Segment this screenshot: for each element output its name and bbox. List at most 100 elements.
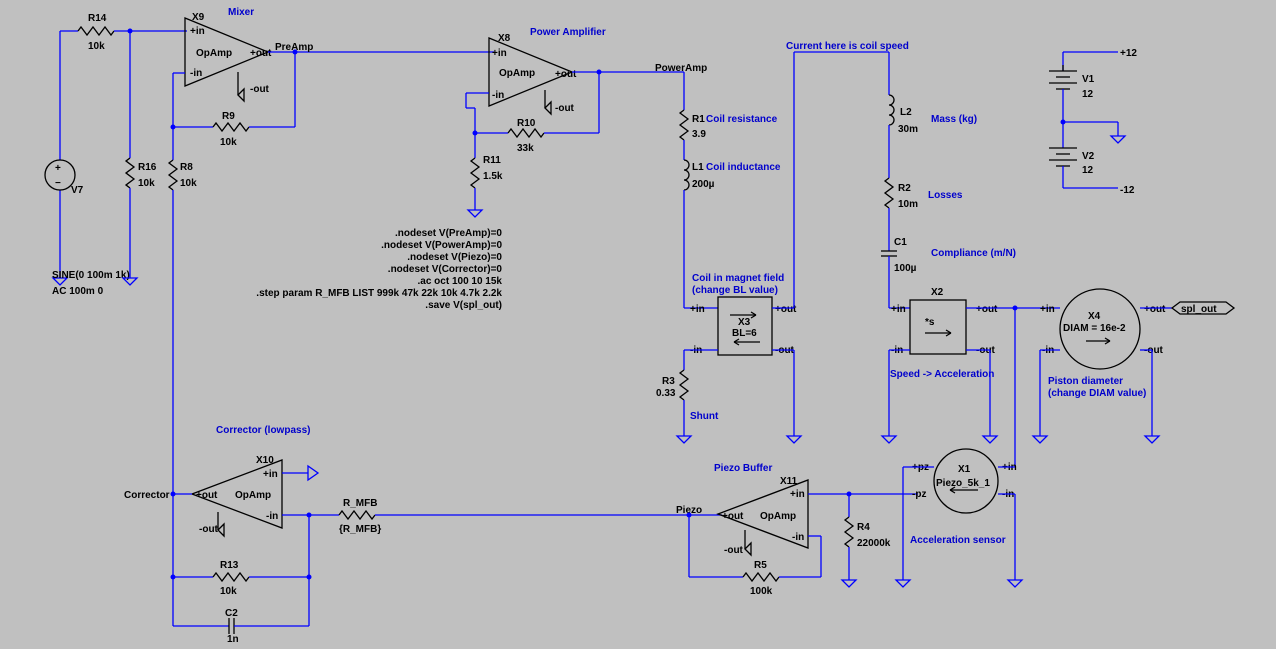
minus-sign: − — [55, 178, 61, 189]
v2-ref: V2 — [1082, 151, 1095, 162]
x4-pin-out-minus: -out — [1144, 345, 1164, 356]
r2-value: 10m — [898, 199, 918, 210]
mechanical-section: L2 30m Mass (kg) R2 10m Losses C1 100µ C… — [881, 52, 1236, 467]
resistor-r13[interactable] — [212, 571, 250, 583]
piston-label-1: Piston diameter — [1048, 376, 1123, 387]
shunt-label: Shunt — [690, 411, 719, 422]
x4-pin-out-plus: +out — [1144, 304, 1166, 315]
inductor-l1[interactable] — [683, 159, 690, 191]
net-corrector: Corrector — [124, 490, 170, 501]
r8-ref: R8 — [180, 162, 193, 173]
differentiator-x2[interactable] — [909, 299, 967, 355]
resistor-r4[interactable] — [843, 516, 855, 548]
r1-value: 3.9 — [692, 129, 706, 140]
mass-label: Mass (kg) — [931, 114, 977, 125]
resistor-r2[interactable] — [883, 177, 895, 209]
net-label-flag[interactable] — [1170, 301, 1236, 315]
x8-ref: X8 — [498, 33, 511, 44]
x9-pin-out-minus: -out — [250, 84, 270, 95]
v7-value-sine: SINE(0 100m 1k) — [52, 270, 130, 281]
battery-v2[interactable] — [1049, 147, 1077, 167]
piston-x4[interactable] — [1059, 288, 1141, 370]
r16-value: 10k — [138, 178, 155, 189]
l2-value: 30m — [898, 124, 918, 135]
resistor-r3[interactable] — [678, 369, 690, 401]
coil-speed-label: Current here is coil speed — [786, 41, 909, 52]
voltage-source-v7[interactable] — [44, 159, 76, 191]
x10-pin-in-plus: +in — [263, 469, 278, 480]
r1-ref: R1 — [692, 114, 705, 125]
x3-ref: X3 — [738, 317, 751, 328]
resistor-r10[interactable] — [507, 127, 545, 139]
opamp-x11[interactable] — [716, 479, 809, 549]
r13-value: 10k — [220, 586, 237, 597]
x9-ref: X9 — [192, 12, 205, 23]
c1-value: 100µ — [894, 263, 917, 274]
x2-pin-in-plus: +in — [891, 304, 906, 315]
x4-value: DIAM = 16e-2 — [1063, 323, 1126, 334]
piezo-buffer-title: Piezo Buffer — [714, 463, 772, 474]
net-spl-out: spl_out — [1181, 304, 1217, 315]
x2-pin-out-plus: +out — [976, 304, 998, 315]
battery-v1[interactable] — [1049, 65, 1077, 90]
corrector-title: Corrector (lowpass) — [216, 425, 310, 436]
r3-value: 0.33 — [656, 388, 676, 399]
resistor-r-mfb[interactable] — [338, 509, 376, 521]
x1-ref: X1 — [958, 464, 971, 475]
x8-pin-in-plus: +in — [492, 48, 507, 59]
r8-value: 10k — [180, 178, 197, 189]
l2-ref: L2 — [900, 107, 912, 118]
resistor-r11[interactable] — [469, 157, 481, 189]
r14-ref: R14 — [88, 13, 107, 24]
opamp-x10[interactable] — [190, 459, 283, 529]
speed-accel-label: Speed -> Acceleration — [890, 369, 994, 380]
x10-pin-out-plus: +out — [196, 490, 218, 501]
resistor-r5[interactable] — [742, 571, 780, 583]
x11-ref: X11 — [780, 476, 798, 487]
x8-pin-out-plus: +out — [555, 69, 577, 80]
magnet-label-2: (change BL value) — [692, 285, 778, 296]
c2-value: 1n — [227, 634, 239, 645]
inductor-l2[interactable] — [888, 94, 895, 126]
opamp-x9[interactable] — [184, 17, 270, 87]
r10-ref: R10 — [517, 118, 536, 129]
r3-ref: R3 — [662, 376, 675, 387]
x3-pin-in-plus: +in — [690, 304, 705, 315]
coil-resistance-label: Coil resistance — [706, 114, 778, 125]
r13-ref: R13 — [220, 560, 239, 571]
c2-ref: C2 — [225, 608, 238, 619]
opamp-x8[interactable] — [488, 37, 574, 107]
net-minus12: -12 — [1120, 185, 1135, 196]
directive-line: .nodeset V(Corrector)=0 — [388, 264, 503, 275]
x11-pin-in-minus: -in — [792, 532, 804, 543]
spice-directives[interactable]: .nodeset V(PreAmp)=0 .nodeset V(PowerAmp… — [256, 228, 502, 311]
compliance-label: Compliance (m/N) — [931, 248, 1016, 259]
l1-value: 200µ — [692, 179, 715, 190]
transducer-x3[interactable] — [717, 296, 773, 356]
v7-ref: V7 — [71, 185, 84, 196]
x9-pin-in-plus: +in — [190, 26, 205, 37]
directive-line: .nodeset V(Piezo)=0 — [407, 252, 502, 263]
resistor-r1[interactable] — [678, 109, 690, 141]
x11-pin-out-plus: +out — [722, 511, 744, 522]
coil-inductance-label: Coil inductance — [706, 162, 781, 173]
directive-line: .ac oct 100 10 15k — [417, 276, 502, 287]
x3-value: BL=6 — [732, 328, 757, 339]
x4-ref: X4 — [1088, 311, 1101, 322]
r11-ref: R11 — [483, 155, 501, 166]
x1-value: Piezo_5k_1 — [936, 478, 990, 489]
resistor-r16[interactable] — [124, 157, 136, 189]
resistor-r9[interactable] — [212, 121, 250, 133]
r2-ref: R2 — [898, 183, 911, 194]
piezo-sensor-x1[interactable] — [933, 448, 999, 514]
r9-ref: R9 — [222, 111, 235, 122]
resistor-r8[interactable] — [167, 159, 179, 191]
v2-value: 12 — [1082, 165, 1094, 176]
c1-ref: C1 — [894, 237, 907, 248]
losses-label: Losses — [928, 190, 963, 201]
r14-value: 10k — [88, 41, 105, 52]
x11-pin-in-plus: +in — [790, 489, 805, 500]
x11-type: OpAmp — [760, 511, 796, 522]
resistor-r14[interactable] — [77, 25, 115, 37]
